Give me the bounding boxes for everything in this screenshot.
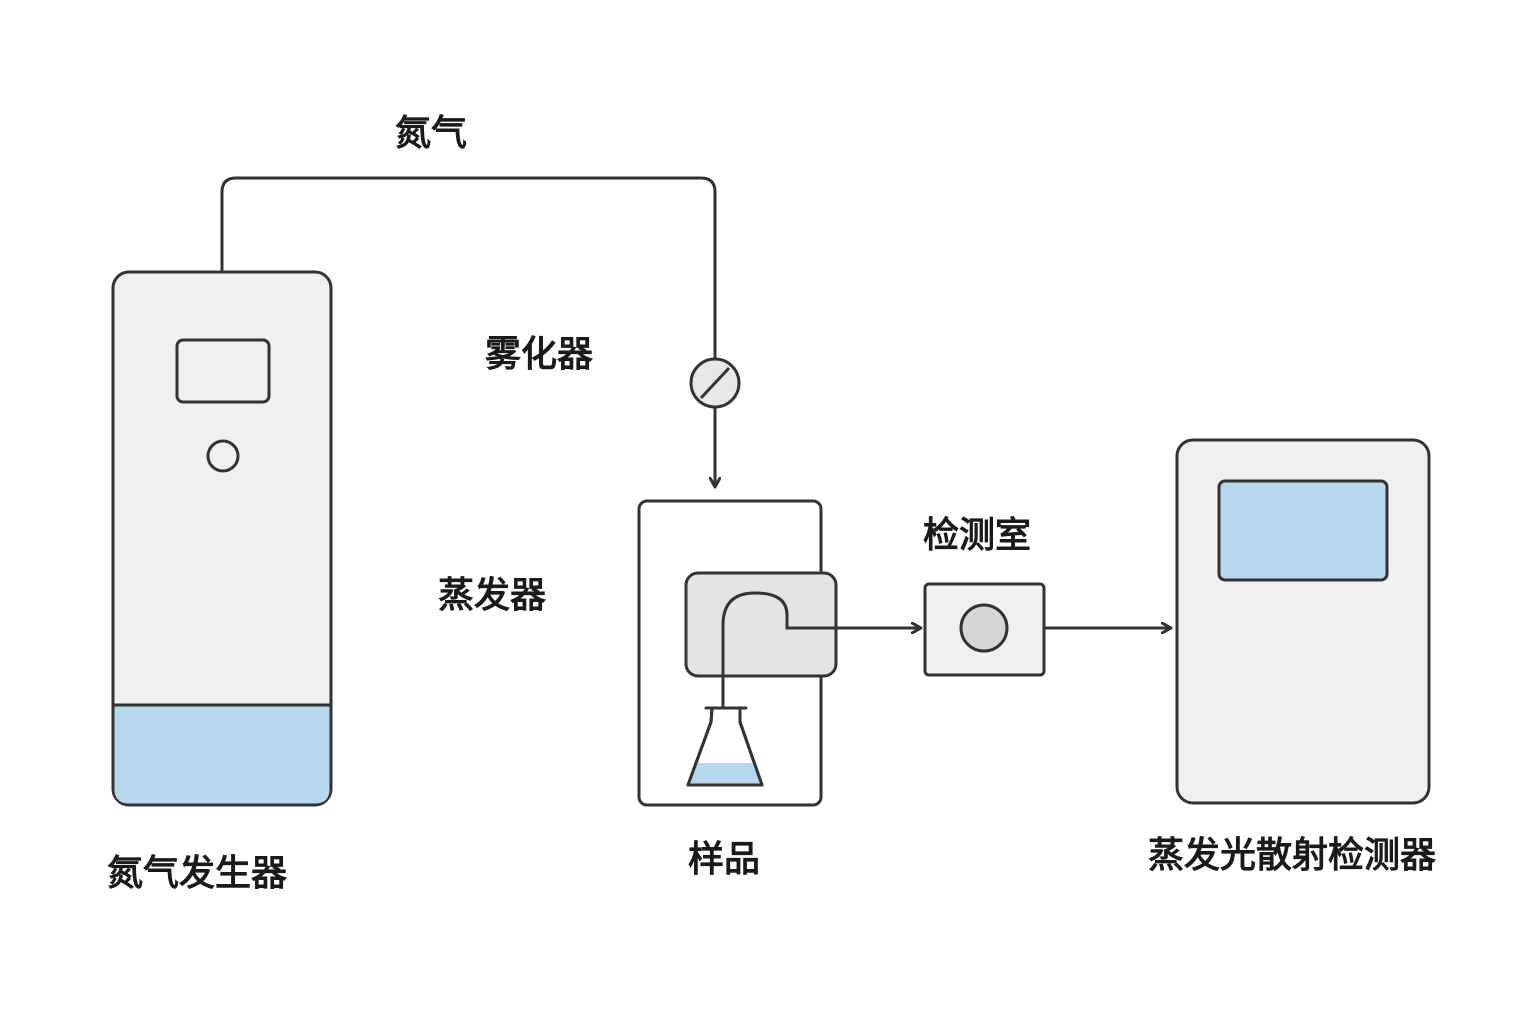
detection-chamber	[923, 582, 1046, 677]
nitrogen-generator-screen	[175, 338, 271, 404]
nebulizer-label: 雾化器	[485, 334, 594, 375]
elsd-detector	[1175, 438, 1431, 805]
detection-chamber-label: 检测室	[923, 515, 1032, 556]
evaporator-unit	[637, 499, 920, 807]
nitrogen-generator	[111, 270, 333, 807]
sample-label: 样品	[688, 839, 761, 880]
sample-flask-icon	[686, 706, 764, 787]
nitrogen-label: 氮气	[395, 113, 468, 154]
nitrogen-generator-knob	[206, 439, 240, 473]
evaporator-label: 蒸发器	[438, 575, 547, 616]
sample-liquid	[689, 763, 761, 784]
detection-chamber-lens	[959, 603, 1009, 653]
elsd-label: 蒸发光散射检测器	[1148, 835, 1437, 876]
nitrogen-gas-line	[220, 176, 717, 362]
nitrogen-generator-body	[111, 270, 333, 807]
elsd-detector-screen	[1217, 479, 1389, 582]
nebulizer-valve-icon	[689, 357, 741, 409]
evaporator-chamber	[684, 571, 838, 678]
nitrogen-generator-liquid	[114, 705, 330, 804]
evaporator-tube	[721, 591, 920, 708]
nitrogen-generator-label: 氮气发生器	[107, 853, 288, 894]
